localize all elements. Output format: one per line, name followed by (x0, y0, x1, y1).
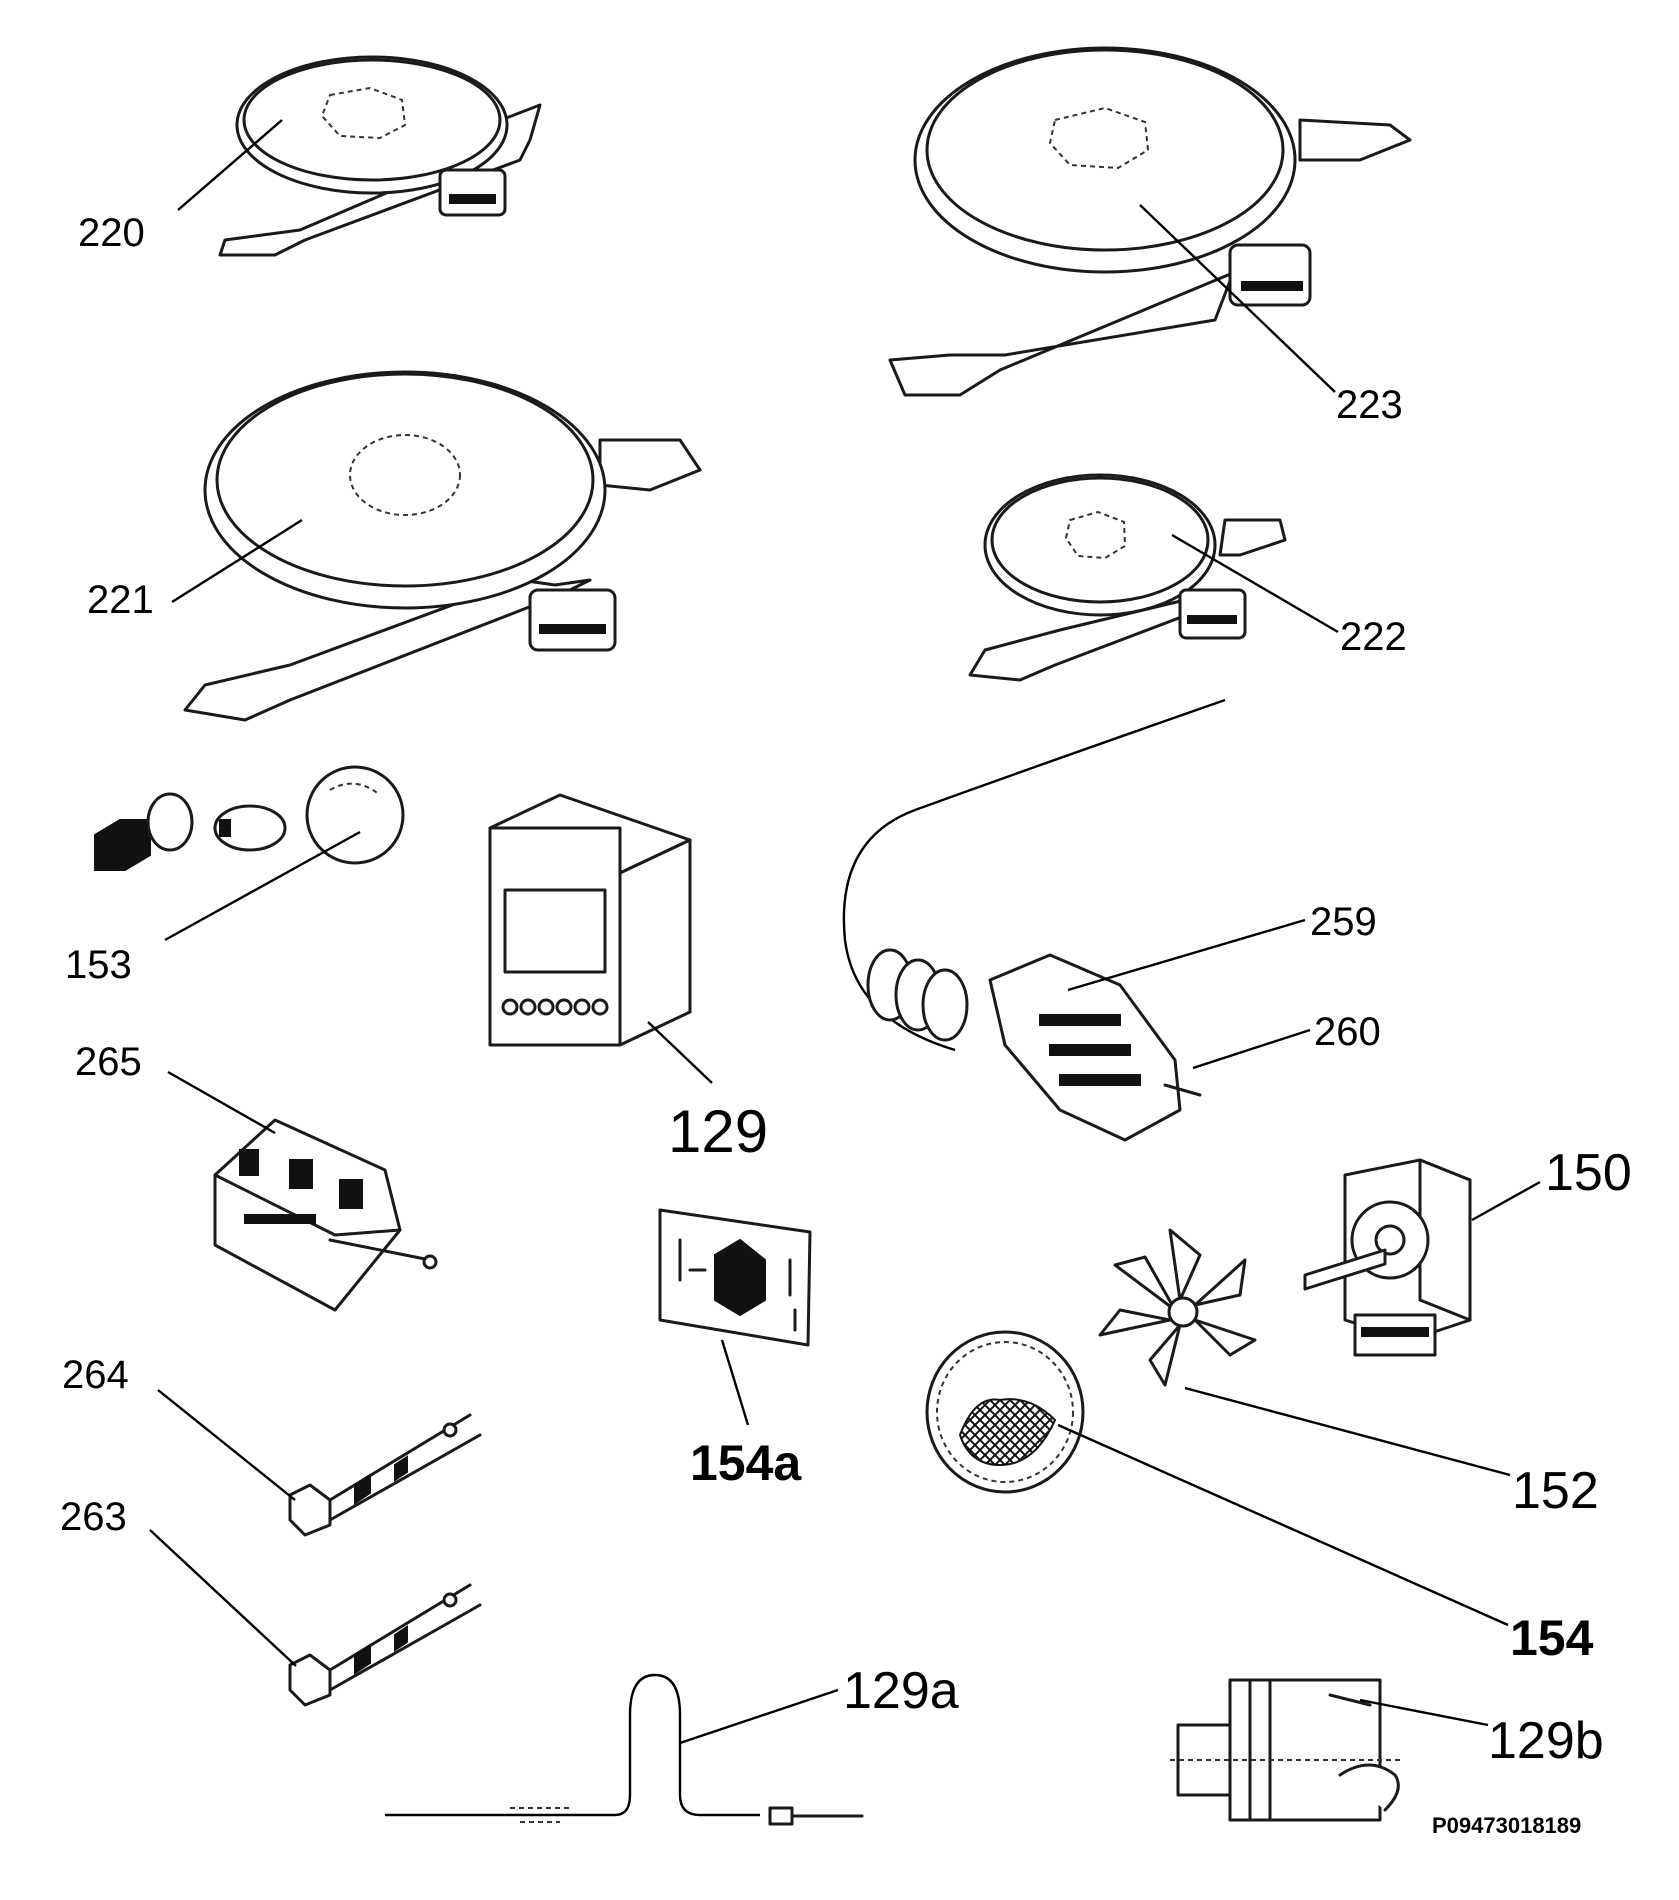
oven-lamp-153-drawing (94, 765, 405, 871)
callout-223: 223 (1336, 383, 1403, 427)
callout-221: 221 (87, 578, 154, 622)
callout-154a: 154a (690, 1435, 802, 1491)
leader-129a (679, 1688, 839, 1745)
timer-module-129-drawing (488, 793, 692, 1047)
leader-153 (164, 830, 361, 942)
callout-222: 222 (1340, 615, 1407, 659)
fan-impeller-152-drawing (1098, 1228, 1257, 1387)
hotplate-223-drawing (888, 46, 1412, 397)
leader-154 (1057, 1423, 1509, 1627)
leader-129 (647, 1021, 713, 1084)
contact-263-drawing (288, 1583, 482, 1707)
hotplate-222-drawing (968, 473, 1287, 682)
callout-154: 154 (1510, 1610, 1594, 1666)
callout-260: 260 (1314, 1010, 1381, 1054)
leader-222 (1171, 533, 1339, 634)
leader-152 (1184, 1386, 1511, 1477)
thermostat-259-260-drawing (842, 698, 1226, 1142)
fan-motor-150-drawing (1303, 1158, 1472, 1357)
grease-filter-154-drawing (925, 1330, 1085, 1494)
leader-260 (1192, 1028, 1311, 1070)
connector-129b-drawing (1170, 1678, 1400, 1822)
callout-152: 152 (1512, 1462, 1599, 1520)
callout-129b: 129b (1488, 1712, 1604, 1770)
hotplate-221-drawing (183, 370, 702, 722)
leader-265 (167, 1070, 276, 1135)
callout-264: 264 (62, 1353, 129, 1397)
callout-129a: 129a (843, 1662, 959, 1720)
callout-150: 150 (1545, 1144, 1632, 1202)
cable-129a-drawing (385, 1673, 864, 1826)
reference-code: P09473018189 (1432, 1813, 1581, 1838)
callout-153: 153 (65, 943, 132, 987)
leader-lines (149, 119, 1541, 1745)
leader-259 (1067, 918, 1306, 992)
circuit-board-154a-drawing (658, 1208, 812, 1347)
leader-220 (177, 119, 283, 211)
leader-264 (157, 1389, 296, 1501)
callout-263: 263 (60, 1495, 127, 1539)
hotplate-220-drawing (218, 55, 542, 257)
callout-259: 259 (1310, 900, 1377, 944)
callout-220: 220 (78, 211, 145, 255)
leader-129b (1359, 1698, 1489, 1727)
callout-265: 265 (75, 1040, 142, 1084)
leader-223 (1139, 204, 1336, 393)
contact-264-drawing (288, 1413, 482, 1537)
selector-switch-265-drawing (213, 1118, 438, 1312)
leader-221 (171, 518, 303, 604)
leader-154a (720, 1339, 750, 1426)
leader-263 (149, 1529, 297, 1667)
callout-129: 129 (668, 1098, 768, 1165)
leader-150 (1471, 1180, 1541, 1222)
callout-labels: 220 223 221 222 153 129 259 260 265 154a… (60, 211, 1632, 1838)
